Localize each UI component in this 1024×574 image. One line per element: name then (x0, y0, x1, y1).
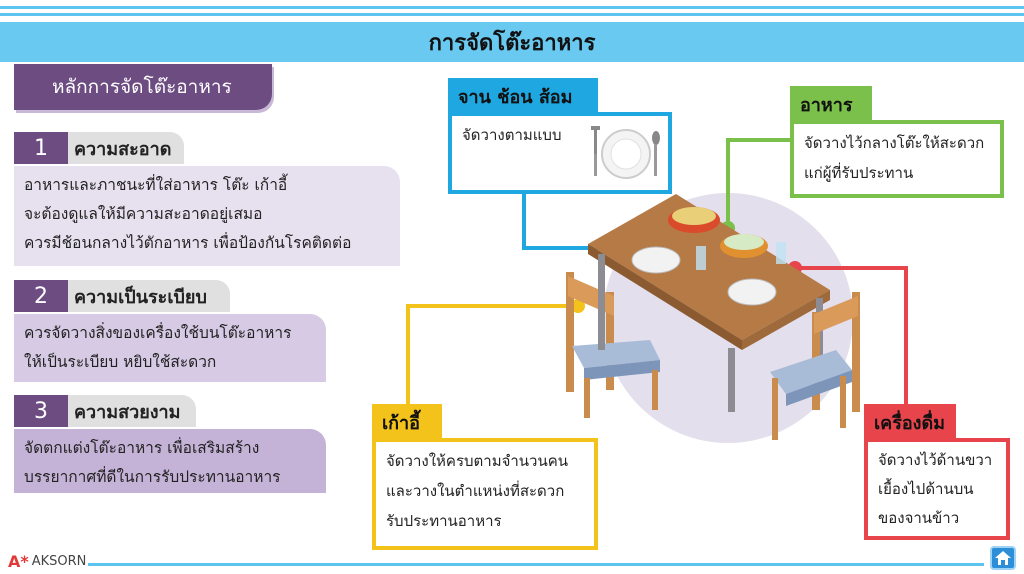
chair-box: จัดวางให้ครบตามจำนวนคน และวางในตำแหน่งที… (372, 438, 598, 550)
principle-1-line-3: ควรมีช้อนกลางไว้ตักอาหาร เพื่อป้องกันโรค… (24, 234, 352, 252)
aksorn-logo-mark-icon: A* (8, 552, 29, 571)
principle-3-number: 3 (14, 395, 68, 427)
section-heading: หลักการจัดโต๊ะอาหาร (14, 64, 272, 110)
principle-3-description: จัดตกแต่งโต๊ะอาหาร เพื่อเสริมสร้าง บรรยา… (14, 429, 326, 493)
principle-1-line-2: จะต้องดูแลให้มีความสะอาดอยู่เสมอ (24, 205, 263, 223)
home-icon (995, 551, 1011, 565)
principle-3-line-1: จัดตกแต่งโต๊ะอาหาร เพื่อเสริมสร้าง (24, 439, 260, 457)
principle-3-line-2: บรรยากาศที่ดีในการรับประทานอาหาร (24, 468, 281, 486)
chair-line-3: รับประทานอาหาร (386, 512, 502, 530)
top-accent-line-2 (0, 13, 1024, 16)
bottom-accent-line (88, 563, 984, 566)
principle-2-description: ควรจัดวางสิ่งของเครื่องใช้บนโต๊ะอาหาร ให… (14, 314, 326, 382)
tableware-box: จัดวางตามแบบ (448, 112, 672, 194)
principle-2-line-2: ให้เป็นระเบียบ หยิบใช้สะดวก (24, 353, 217, 371)
principle-2-line-1: ควรจัดวางสิ่งของเครื่องใช้บนโต๊ะอาหาร (24, 324, 292, 342)
right-chair (770, 292, 860, 440)
principle-2-title: ความเป็นระเบียบ (68, 280, 230, 312)
chair-title: เก้าอี้ (372, 404, 442, 440)
aksorn-logo: A* AKSORN (8, 552, 86, 571)
drink-connector (796, 266, 908, 408)
chair-dot (571, 299, 585, 313)
chair-line-2: และวางในตำแหน่งที่สะดวก (386, 482, 565, 500)
food-line-1: จัดวางไว้กลางโต๊ะให้สะดวก (804, 134, 985, 152)
food-connector (726, 138, 792, 226)
principle-1-number: 1 (14, 132, 68, 164)
principle-1-title: ความสะอาด (68, 132, 184, 164)
table-dishes (631, 207, 786, 306)
food-title: อาหาร (790, 86, 872, 122)
tableware-title: จาน ช้อน ส้อม (448, 78, 598, 114)
tableware-connector (522, 192, 618, 250)
principle-1-line-1: อาหารและภาชนะที่ใส่อาหาร โต๊ะ เก้าอี้ (24, 176, 288, 194)
drink-line-3: ของจานข้าว (878, 509, 960, 527)
drink-line-1: จัดวางไว้ด้านขวา (878, 451, 993, 469)
page-title: การจัดโต๊ะอาหาร (0, 22, 1024, 62)
food-line-2: แก่ผู้ที่รับประทาน (804, 164, 914, 182)
chair-connector (406, 304, 578, 410)
home-button[interactable] (990, 546, 1016, 570)
brand-name: AKSORN (31, 554, 87, 569)
chair-line-1: จัดวางให้ครบตามจำนวนคน (386, 452, 569, 470)
tableware-text: จัดวางตามแบบ (462, 126, 562, 144)
food-box: จัดวางไว้กลางโต๊ะให้สะดวก แก่ผู้ที่รับปร… (790, 120, 1004, 198)
principle-3-title: ความสวยงาม (68, 395, 196, 427)
top-accent-line (0, 6, 1024, 9)
drink-title: เครื่องดื่ม (864, 404, 956, 440)
principle-1-description: อาหารและภาชนะที่ใส่อาหาร โต๊ะ เก้าอี้ จะ… (14, 166, 400, 266)
drink-box: จัดวางไว้ด้านขวา เยื้องไปด้านบน ของจานข้… (864, 438, 1010, 540)
principle-2-number: 2 (14, 280, 68, 312)
drink-line-2: เยื้องไปด้านบน (878, 480, 974, 498)
plate-setting-icon (591, 126, 660, 179)
